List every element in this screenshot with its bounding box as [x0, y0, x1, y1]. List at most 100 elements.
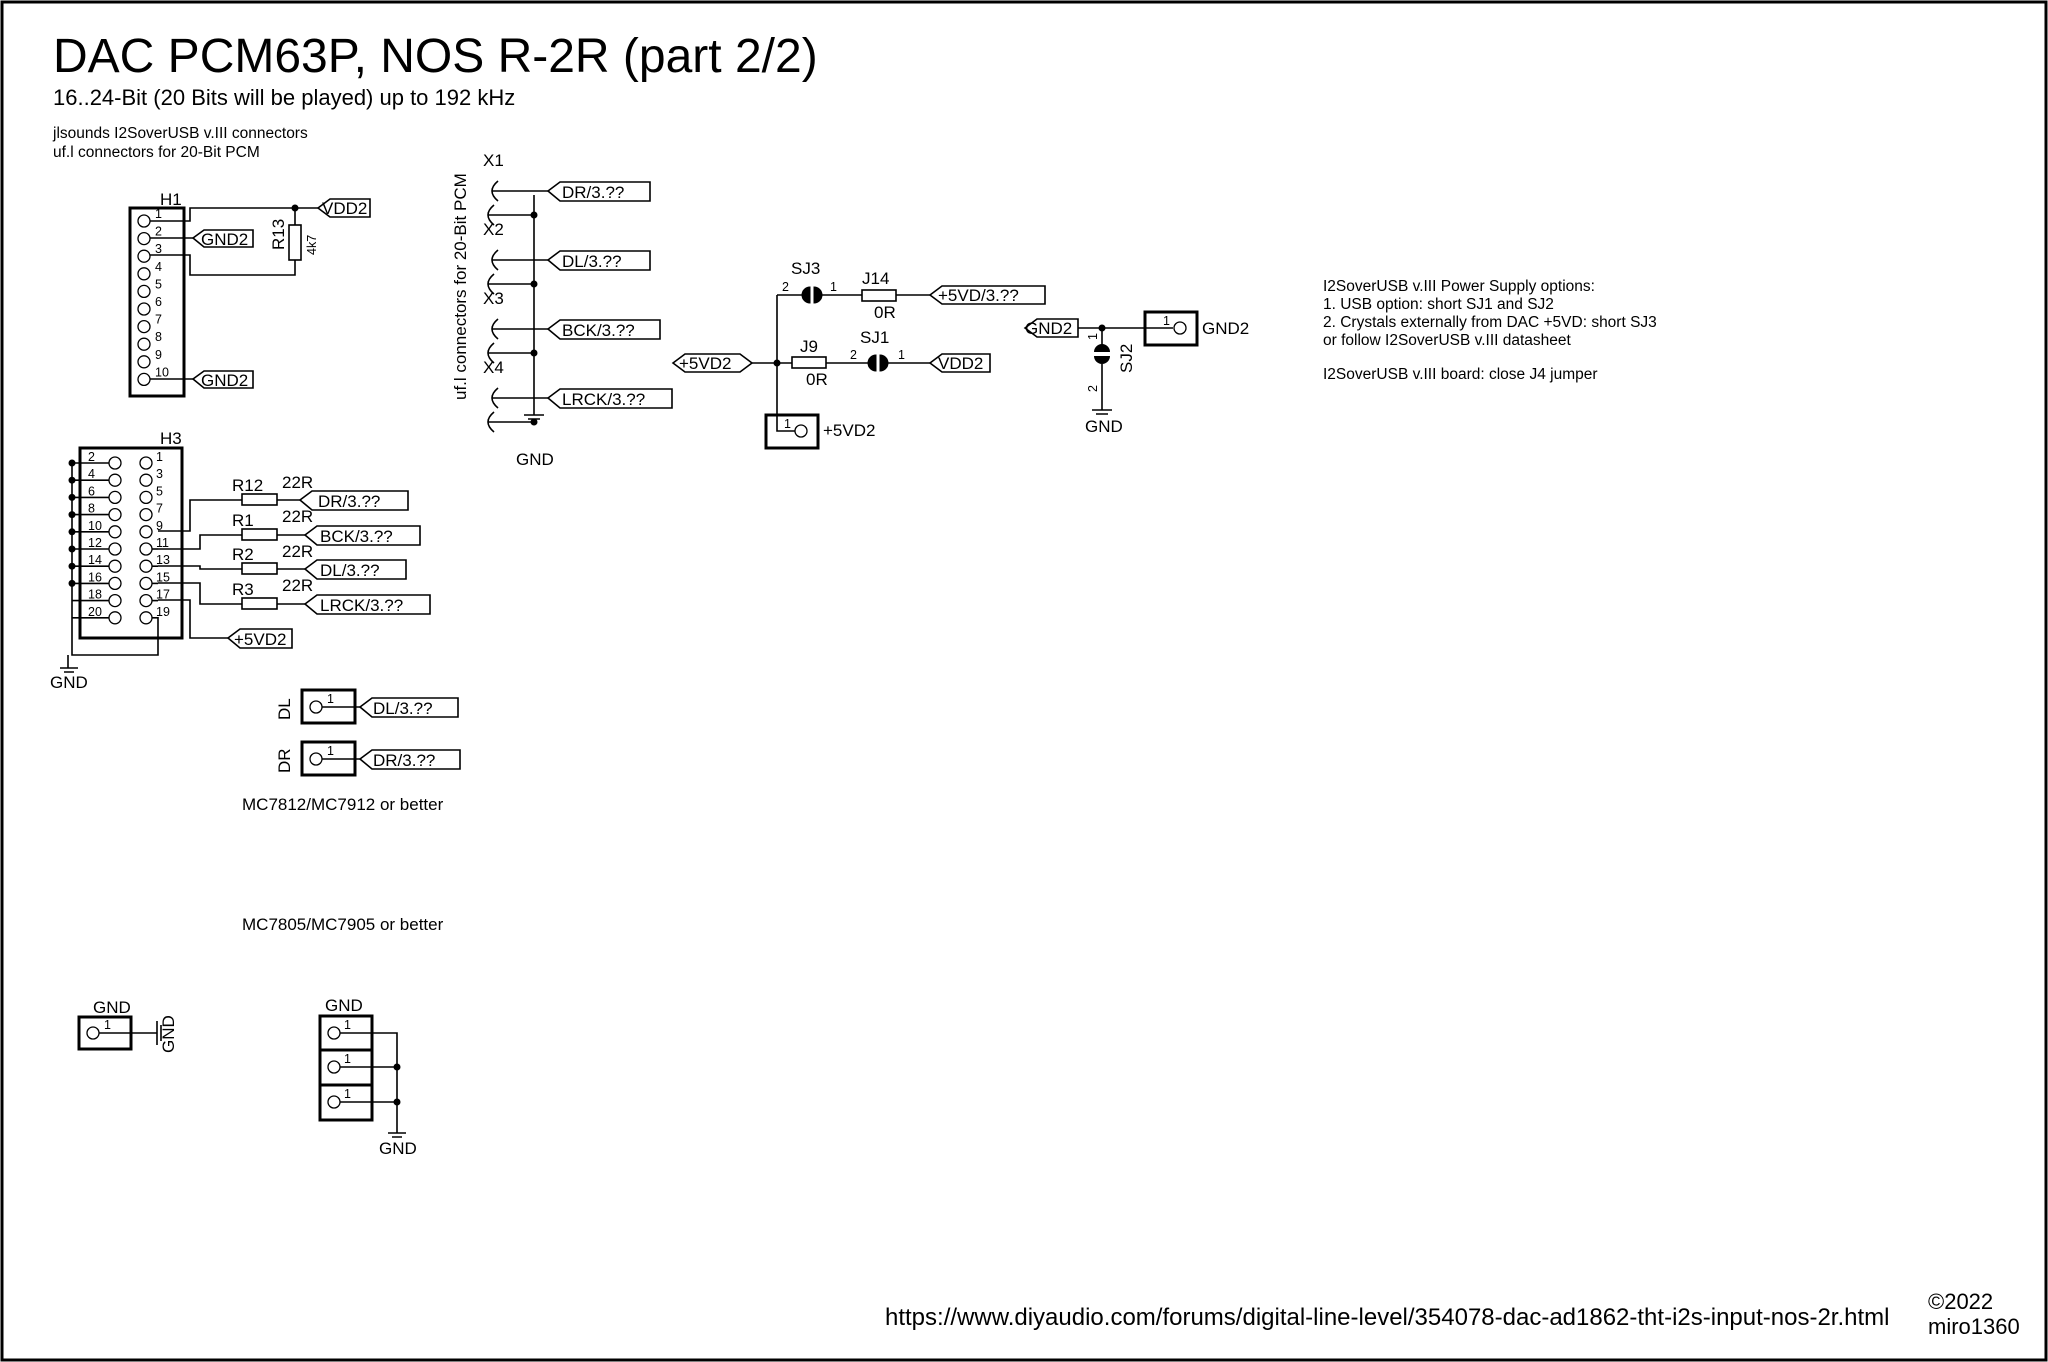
h3-pin-odd: [139, 611, 153, 625]
h3-pin-number: 4: [88, 467, 95, 481]
regulator-note-12v: MC7812/MC7912 or better: [242, 795, 444, 814]
svg-text:VDD2: VDD2: [938, 354, 983, 373]
power-note-board: I2SoverUSB v.III board: close J4 jumper: [1323, 366, 1598, 383]
h1-pin: [137, 372, 151, 387]
h3-pin-odd: [139, 490, 153, 505]
svg-text:1: 1: [344, 1087, 351, 1101]
h1-pin-number: 4: [155, 260, 162, 274]
page-title: DAC PCM63P, NOS R-2R (part 2/2): [53, 30, 818, 83]
h1-pin: [137, 355, 151, 369]
h1-pin-number: 6: [155, 295, 162, 309]
h1-pin-number: 3: [155, 242, 162, 256]
footer-url[interactable]: https://www.diyaudio.com/forums/digital-…: [885, 1304, 1889, 1331]
svg-text:SJ1: SJ1: [860, 328, 889, 347]
net-lrck-h3: LRCK/3.??: [303, 594, 431, 615]
h1-pin-number: 7: [155, 313, 162, 327]
h3-pin-even: [108, 542, 122, 556]
h1-pin: [137, 231, 151, 246]
svg-text:R12: R12: [232, 476, 263, 495]
svg-text:22R: 22R: [282, 507, 313, 526]
footer-copyright: ©2022: [1928, 1289, 1993, 1314]
svg-text:DR: DR: [275, 748, 294, 773]
h3-pin-even: [108, 507, 122, 522]
svg-text:22R: 22R: [282, 473, 313, 492]
svg-text:1: 1: [784, 417, 791, 431]
ufl-x3-ref: X3: [483, 289, 504, 308]
svg-text:1: 1: [1086, 333, 1100, 340]
svg-text:GND: GND: [516, 450, 554, 469]
svg-text:1: 1: [898, 348, 905, 362]
net-gnd2-h1-a: GND2: [191, 229, 254, 249]
ufl-gnd-bus: GND: [516, 195, 554, 469]
dr-testpoint: 1 DR DR/3.??: [275, 740, 461, 777]
h1-pin-number: 9: [155, 348, 162, 362]
gnd-testpoint: GND 1 GND: [77, 998, 178, 1053]
h3-pin-odd: [139, 456, 153, 470]
h3-pin-odd: [139, 525, 153, 539]
power-note-opt1: 1. USB option: short SJ1 and SJ2: [1323, 296, 1554, 313]
h1-pin: [137, 337, 151, 351]
svg-text:GND2: GND2: [1202, 319, 1249, 338]
net-dl-h3: DL/3.??: [303, 559, 407, 580]
svg-text:+5VD2: +5VD2: [234, 630, 286, 649]
net-dr-x1: DR/3.??: [546, 181, 651, 202]
svg-text:+5VD2: +5VD2: [823, 421, 875, 440]
h3-pin-even: [108, 576, 122, 591]
h1-pin-number: 1: [155, 207, 162, 221]
svg-text:J14: J14: [862, 269, 889, 288]
h1-pin-number: 10: [155, 365, 169, 379]
h3-pin-odd: [139, 473, 153, 487]
svg-text:DL/3.??: DL/3.??: [320, 561, 380, 580]
svg-text:SJ3: SJ3: [791, 259, 820, 278]
net-gnd2-h1-b: GND2: [191, 370, 254, 390]
h3-pin-number: 11: [156, 536, 169, 550]
svg-text:2: 2: [782, 280, 789, 294]
power-jumpers: +5VD2 SJ3 2 1 J14 0R +5VD/3.?? J9 0R SJ1…: [671, 259, 1046, 450]
svg-text:1: 1: [344, 1018, 351, 1032]
svg-text:2: 2: [850, 348, 857, 362]
h3-pin-number: 6: [88, 484, 95, 498]
net-dl-x2: DL/3.??: [546, 250, 651, 271]
power-note-opt3: or follow I2SoverUSB v.III datasheet: [1323, 332, 1572, 349]
h1-pin: [137, 302, 151, 316]
h3-pin-number: 12: [88, 536, 102, 550]
ufl-x2-ref: X2: [483, 220, 504, 239]
svg-text:BCK/3.??: BCK/3.??: [562, 321, 635, 340]
h1-pin: [137, 214, 151, 228]
h3-pin-number: 3: [156, 467, 163, 481]
svg-text:GND: GND: [159, 1015, 178, 1053]
junction-dot: [68, 579, 76, 587]
h3-pin-number: 20: [88, 605, 102, 619]
h3-pin-odd: [139, 576, 153, 591]
net-5vd2-h3: +5VD2: [226, 628, 293, 649]
svg-text:R3: R3: [232, 580, 254, 599]
net-lrck-x4: LRCK/3.??: [546, 388, 673, 409]
junction-dot: [68, 545, 76, 553]
h3-pin-even: [108, 611, 122, 625]
power-note-title: I2SoverUSB v.III Power Supply options:: [1323, 278, 1595, 295]
r12-resistor: R12 22R: [232, 473, 313, 506]
svg-text:22R: 22R: [282, 542, 313, 561]
r3-resistor: R3 22R: [232, 576, 313, 610]
h3-pin-number: 13: [156, 553, 170, 567]
svg-text:+5VD2: +5VD2: [679, 354, 731, 373]
junction-dot: [68, 476, 76, 484]
power-note-opt2: 2. Crystals externally from DAC +5VD: sh…: [1323, 314, 1657, 331]
h3-pin-number: 5: [156, 484, 163, 498]
h3-pin-number: 15: [156, 570, 170, 584]
h3-ref: H3: [160, 429, 182, 448]
dl-testpoint: 1 DL DL/3.??: [275, 688, 459, 725]
h3-pin-number: 19: [156, 605, 170, 619]
svg-text:BCK/3.??: BCK/3.??: [320, 527, 393, 546]
ufl-note: uf.l connectors for 20-Bit PCM: [53, 144, 260, 161]
ufl-x4-ref: X4: [483, 358, 504, 377]
svg-text:2: 2: [1086, 385, 1100, 392]
net-bck-x3: BCK/3.??: [546, 319, 661, 340]
gnd-triple-testpoint: GND 1 1 1 GND: [318, 996, 417, 1158]
h3-pin-even: [108, 525, 122, 539]
footer-author: miro1360: [1928, 1314, 2020, 1339]
svg-text:GND: GND: [325, 996, 363, 1015]
